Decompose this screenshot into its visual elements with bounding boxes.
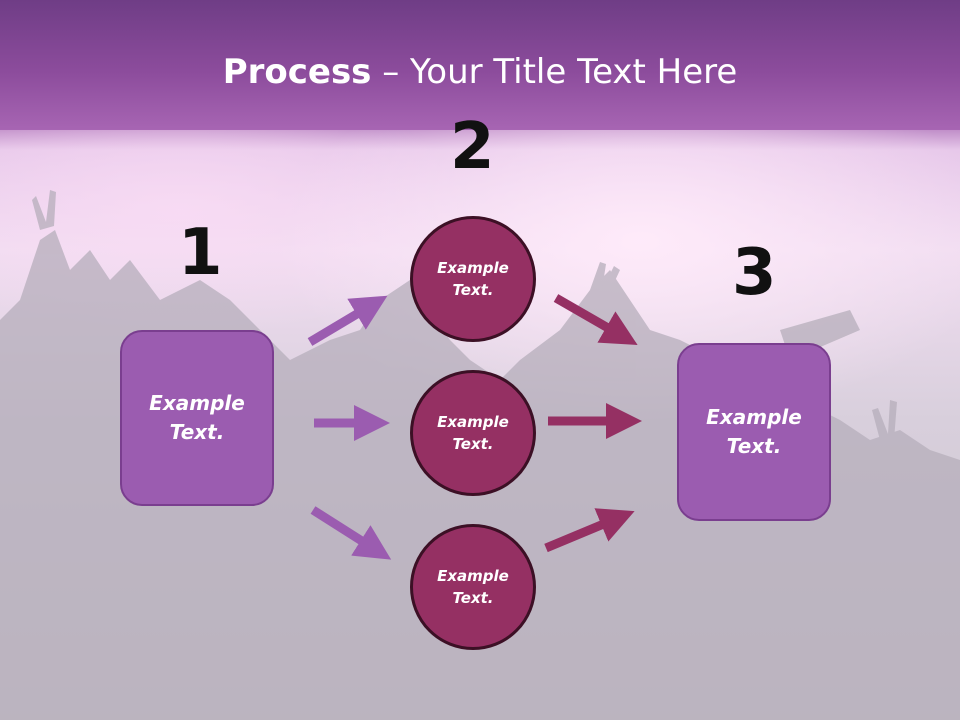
step-2-circle-top: Example Text. [410,216,536,342]
title-bar [0,0,960,130]
arrow-1-to-top [307,295,388,346]
arrow-1-to-bottom [310,506,392,560]
title-bold: Process [222,52,372,92]
title-rest: – Your Title Text Here [371,52,738,92]
step-2-circle-middle: Example Text. [410,370,536,496]
step-1-box: Example Text. [120,330,274,506]
arrow-bottom-to-3 [544,508,635,553]
step-3-box: Example Text. [677,343,831,521]
slide-title: Process – Your Title Text Here [0,52,960,92]
step-number-2: 2 [450,110,495,184]
step-2-circle-bottom: Example Text. [410,524,536,650]
step-number-1: 1 [178,216,223,290]
arrow-top-to-3 [553,294,638,345]
step-number-3: 3 [732,236,777,310]
